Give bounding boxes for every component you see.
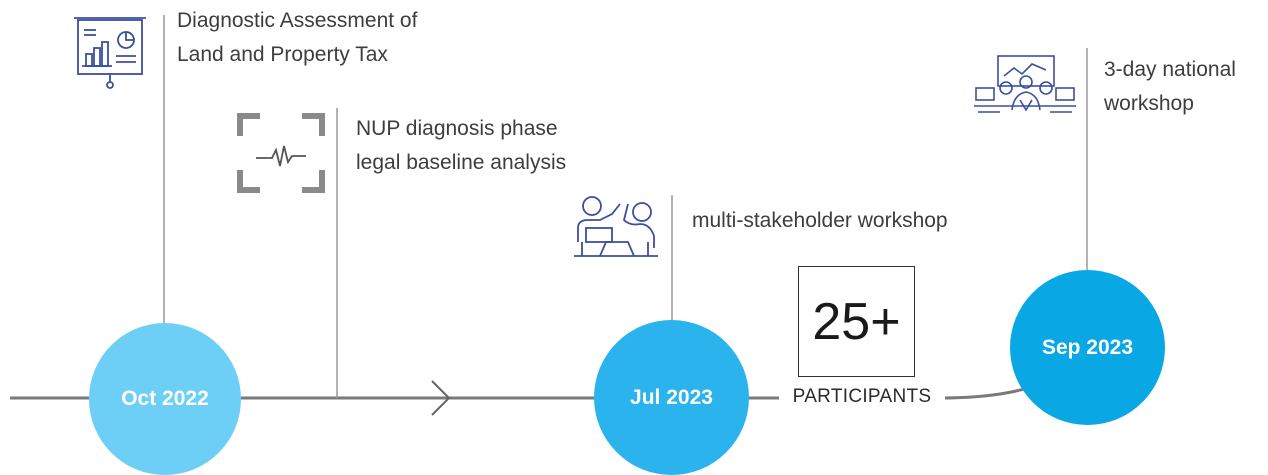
milestone-description-jul-2023: multi-stakeholder workshop xyxy=(692,209,948,232)
participants-count: 25+ xyxy=(812,292,901,351)
participants-count-box: 25+ xyxy=(798,266,915,377)
milestone-circle-sep-2023: Sep 2023 xyxy=(1010,270,1165,425)
milestone-circle-oct-2022: Oct 2022 xyxy=(89,323,241,475)
milestone-description-oct-2022: Diagnostic Assessment of Land and Proper… xyxy=(177,9,418,66)
presentation-chart-icon xyxy=(74,17,146,89)
milestone-date: Jul 2023 xyxy=(630,385,713,409)
milestone-date: Sep 2023 xyxy=(1041,335,1134,359)
milestone-circle-jul-2023: Jul 2023 xyxy=(594,320,749,475)
discussion-people-icon xyxy=(574,196,658,257)
scan-pulse-icon xyxy=(237,113,325,193)
milestone-date: Oct 2022 xyxy=(121,387,209,410)
direction-chevron xyxy=(431,380,451,416)
participants-label: PARTICIPANTS xyxy=(779,384,945,410)
training-room-icon xyxy=(974,55,1076,113)
milestone-description-nup: NUP diagnosis phase legal baseline analy… xyxy=(356,117,567,174)
milestone-description-sep-2023: 3-day national workshop xyxy=(1104,58,1236,115)
